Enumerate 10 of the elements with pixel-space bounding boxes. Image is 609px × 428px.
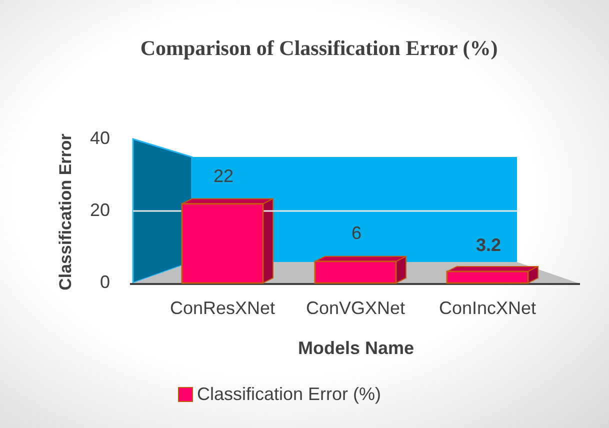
data-label: 6 xyxy=(352,223,362,244)
legend-label: Classification Error (%) xyxy=(197,384,382,405)
data-label: 3.2 xyxy=(476,235,502,256)
chart-title: Comparison of Classification Error (%) xyxy=(140,36,498,61)
axis-title: Classification Error xyxy=(56,134,76,290)
category-label: ConIncXNet xyxy=(438,298,536,319)
axis-title: Models Name xyxy=(298,338,414,359)
category-label: ConResXNet xyxy=(170,298,276,319)
category-label: ConVGXNet xyxy=(306,298,406,319)
data-label: 22 xyxy=(213,166,234,187)
